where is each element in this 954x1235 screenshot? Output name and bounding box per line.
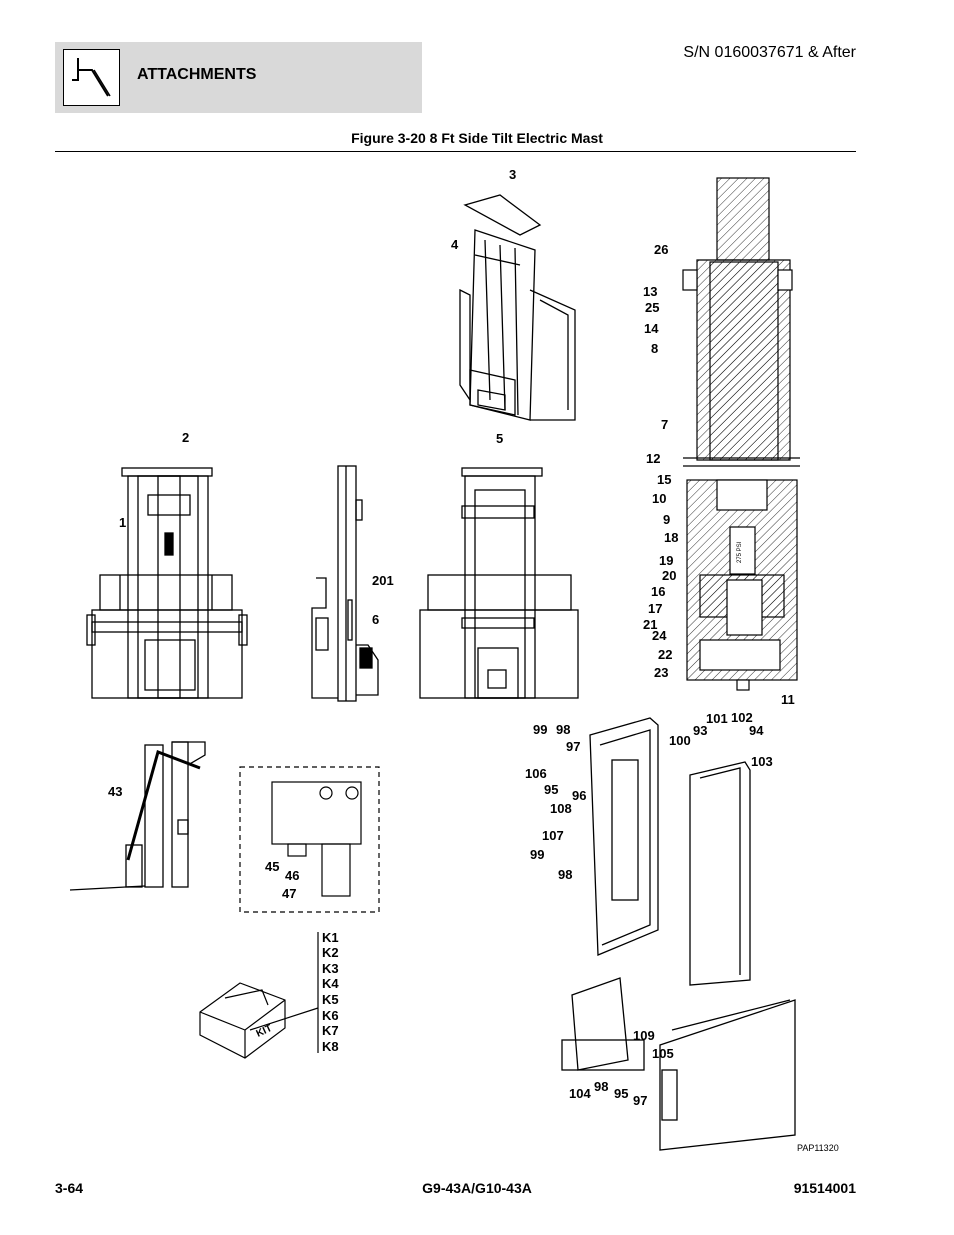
callout-95: 95 xyxy=(544,782,558,797)
callout-103: 103 xyxy=(751,754,773,769)
callout-104: 104 xyxy=(569,1086,591,1101)
attachments-icon xyxy=(63,49,120,106)
callout-7: 7 xyxy=(661,417,668,432)
kit-item-k2: K2 xyxy=(322,945,339,960)
callout-8: 8 xyxy=(651,341,658,356)
cylinder-cross-section xyxy=(682,177,800,691)
callout-2: 2 xyxy=(182,430,189,445)
callout-labels: 3 4 26 13 25 14 8 7 12 15 10 9 18 19 20 … xyxy=(108,167,795,1108)
kit-item-k6: K6 xyxy=(322,1008,339,1023)
callout-106: 106 xyxy=(525,766,547,781)
serial-range: S/N 0160037671 & After xyxy=(683,44,856,61)
kit-item-k8: K8 xyxy=(322,1039,339,1054)
callout-4: 4 xyxy=(451,237,459,252)
callout-6: 6 xyxy=(372,612,379,627)
cylinder-pressure-label: 275 PSI xyxy=(737,541,743,563)
callout-99: 99 xyxy=(533,722,547,737)
callout-93: 93 xyxy=(693,723,707,738)
callout-108: 108 xyxy=(550,801,572,816)
drawing-id: PAP11320 xyxy=(797,1143,839,1153)
callout-3: 3 xyxy=(509,167,516,182)
callout-96: 96 xyxy=(572,788,586,803)
callout-45: 45 xyxy=(265,859,279,874)
figure-title: Figure 3-20 8 Ft Side Tilt Electric Mast xyxy=(351,130,603,146)
callout-22: 22 xyxy=(658,647,672,662)
kit-item-k3: K3 xyxy=(322,961,339,976)
callout-101: 101 xyxy=(706,711,728,726)
hose-routing-detail xyxy=(69,741,206,891)
callout-23: 23 xyxy=(654,665,668,680)
callout-105: 105 xyxy=(652,1046,674,1061)
callout-11: 11 xyxy=(781,692,795,707)
callout-97: 97 xyxy=(566,739,580,754)
callout-19: 19 xyxy=(659,553,673,568)
valve-detail xyxy=(239,766,380,913)
callout-18: 18 xyxy=(664,530,678,545)
callout-5: 5 xyxy=(496,431,503,446)
callout-15: 15 xyxy=(657,472,671,487)
callout-16: 16 xyxy=(651,584,665,599)
mast-assembly-exploded xyxy=(561,717,796,1151)
page-number: 3-64 xyxy=(55,1180,84,1196)
callout-25: 25 xyxy=(645,300,659,315)
section-title: ATTACHMENTS xyxy=(137,66,257,83)
kit-list: K1 K2 K3 K4 K5 K6 K7 K8 xyxy=(322,930,339,1054)
callout-12: 12 xyxy=(646,451,660,466)
callout-9: 9 xyxy=(663,512,670,527)
callout-20: 20 xyxy=(662,568,676,583)
mast-isometric-view xyxy=(459,194,576,421)
callout-13: 13 xyxy=(643,284,657,299)
kit-box-icon xyxy=(199,932,319,1059)
kit-item-k4: K4 xyxy=(322,976,339,991)
callout-10: 10 xyxy=(652,491,666,506)
callout-107: 107 xyxy=(542,828,564,843)
mast-side-view xyxy=(311,465,379,702)
callout-17: 17 xyxy=(648,601,662,616)
callout-98b: 98 xyxy=(558,867,572,882)
callout-109: 109 xyxy=(633,1028,655,1043)
callout-100: 100 xyxy=(669,733,691,748)
callout-94: 94 xyxy=(749,723,764,738)
callout-43: 43 xyxy=(108,784,122,799)
callout-1: 1 xyxy=(119,515,126,530)
callout-24: 24 xyxy=(652,628,667,643)
callout-98c: 98 xyxy=(594,1079,608,1094)
mast-front-view-left xyxy=(86,467,248,699)
kit-box-label: KIT xyxy=(255,1023,274,1040)
mast-front-view-right xyxy=(419,467,579,699)
kit-item-k7: K7 xyxy=(322,1023,339,1038)
kit-item-k5: K5 xyxy=(322,992,339,1007)
document-number: 91514001 xyxy=(793,1180,856,1196)
callout-46: 46 xyxy=(285,868,299,883)
model-number: G9-43A/G10-43A xyxy=(422,1180,532,1196)
callout-97b: 97 xyxy=(633,1093,647,1108)
kit-item-k1: K1 xyxy=(322,930,339,945)
callout-14: 14 xyxy=(644,321,659,336)
callout-47: 47 xyxy=(282,886,296,901)
callout-21: 21 xyxy=(643,617,657,632)
callout-102: 102 xyxy=(731,710,753,725)
callout-99b: 99 xyxy=(530,847,544,862)
callout-26: 26 xyxy=(654,242,668,257)
callout-201: 201 xyxy=(372,573,394,588)
callout-98: 98 xyxy=(556,722,570,737)
callout-95b: 95 xyxy=(614,1086,628,1101)
header-rule xyxy=(55,151,856,152)
